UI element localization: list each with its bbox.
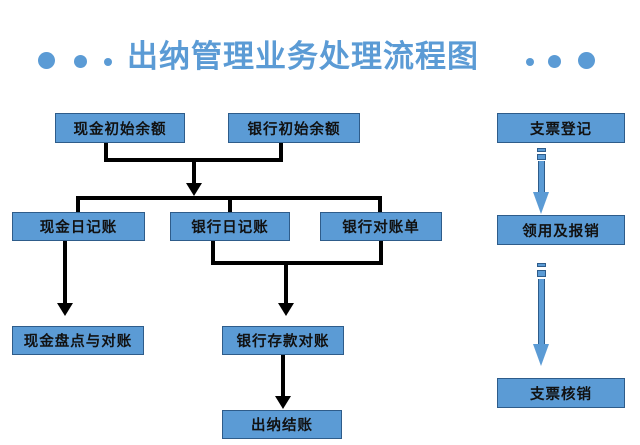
connector-distribute-to-cash-journal	[76, 196, 80, 212]
connector-distribute-to-bank-journal	[228, 196, 232, 212]
arrowhead-to-journals	[186, 183, 202, 196]
node-bank-initial-balance[interactable]: 银行初始余额	[228, 113, 360, 143]
node-cash-count-reconcile[interactable]: 现金盘点与对账	[12, 326, 144, 355]
node-cashier-settlement[interactable]: 出纳结账	[222, 410, 342, 439]
connector-bank-merge-down	[284, 261, 288, 307]
arrowhead-to-cash-count	[57, 303, 73, 316]
right-small-dot	[526, 58, 534, 66]
connector-bank-deposit-down	[281, 355, 285, 400]
arrowhead-to-cashier-settlement	[275, 396, 291, 409]
blue-arrow-2-cap-lower	[537, 270, 546, 277]
node-requisition-reimbursement[interactable]: 领用及报销	[497, 215, 625, 245]
connector-bank-merge-bar	[211, 261, 383, 265]
connector-bank-journal-down	[211, 241, 215, 265]
node-check-registration[interactable]: 支票登记	[497, 113, 625, 143]
node-bank-statement[interactable]: 银行对账单	[320, 212, 442, 241]
node-cash-initial-balance[interactable]: 现金初始余额	[55, 113, 185, 143]
left-small-dot	[104, 58, 112, 66]
left-medium-dot	[74, 55, 87, 68]
node-bank-journal[interactable]: 银行日记账	[170, 212, 290, 241]
blue-arrow-1-head	[533, 192, 549, 214]
page-title: 出纳管理业务处理流程图	[127, 39, 479, 75]
arrowhead-to-bank-deposit-reconcile	[278, 303, 294, 316]
node-cash-journal[interactable]: 现金日记账	[12, 212, 145, 241]
connector-cash-journal-down	[63, 241, 67, 307]
node-check-writeoff[interactable]: 支票核销	[497, 378, 625, 408]
node-bank-deposit-reconcile[interactable]: 银行存款对账	[222, 326, 344, 355]
connector-cash-initial-down	[104, 143, 108, 162]
right-large-dot	[578, 52, 595, 69]
blue-arrow-2-head	[533, 344, 549, 366]
blue-arrow-2-cap-upper	[537, 263, 546, 267]
connector-distribute-to-bank-statement	[378, 196, 382, 212]
connector-bank-statement-down	[379, 241, 383, 265]
blue-arrow-2-shaft	[538, 279, 545, 345]
blue-arrow-1-shaft	[538, 161, 545, 193]
left-large-dot	[38, 52, 55, 69]
connector-merge-to-distribute	[192, 158, 196, 188]
blue-arrow-1-cap-lower	[537, 154, 546, 160]
right-medium-dot	[548, 55, 561, 68]
connector-bank-initial-down	[279, 143, 283, 162]
blue-arrow-1-cap-upper	[537, 148, 546, 152]
